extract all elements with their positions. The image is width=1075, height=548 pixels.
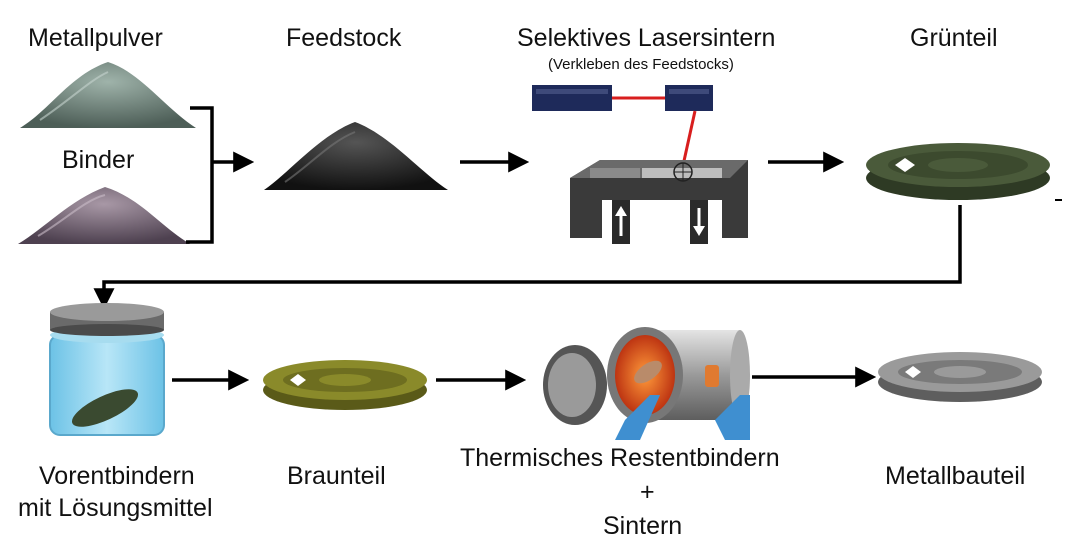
binder-powder-pile xyxy=(18,187,190,244)
label-sls-sub: (Verkleben des Feedstocks) xyxy=(548,56,734,73)
sls-machine xyxy=(532,85,748,244)
green-part-disc xyxy=(866,143,1050,200)
label-braunteil: Braunteil xyxy=(287,462,386,490)
solvent-jar xyxy=(49,303,165,436)
label-binder: Binder xyxy=(62,146,135,174)
label-metallpulver: Metallpulver xyxy=(28,24,163,52)
brown-part-disc xyxy=(263,360,427,410)
sinter-oven xyxy=(543,327,750,440)
label-gruenteil: Grünteil xyxy=(910,24,998,52)
label-metallbauteil: Metallbauteil xyxy=(885,462,1026,490)
label-vorentbindern-line1: Vorentbindern xyxy=(39,462,195,490)
label-thermisch-plus: + xyxy=(640,478,655,506)
label-sls: Selektives Lasersintern xyxy=(517,24,776,52)
label-vorentbindern-line2: mit Lösungsmittel xyxy=(18,494,213,522)
feedstock-pile xyxy=(264,122,448,190)
label-thermisch-line2: Sintern xyxy=(603,512,683,540)
arrow-gruenteil-to-vorentbindern xyxy=(93,205,962,310)
label-feedstock: Feedstock xyxy=(286,24,402,52)
metal-powder-pile xyxy=(20,62,196,128)
metal-part-disc xyxy=(878,352,1042,402)
merge-bracket xyxy=(186,106,255,244)
label-thermisch-line1: Thermisches Restentbindern xyxy=(460,444,780,472)
